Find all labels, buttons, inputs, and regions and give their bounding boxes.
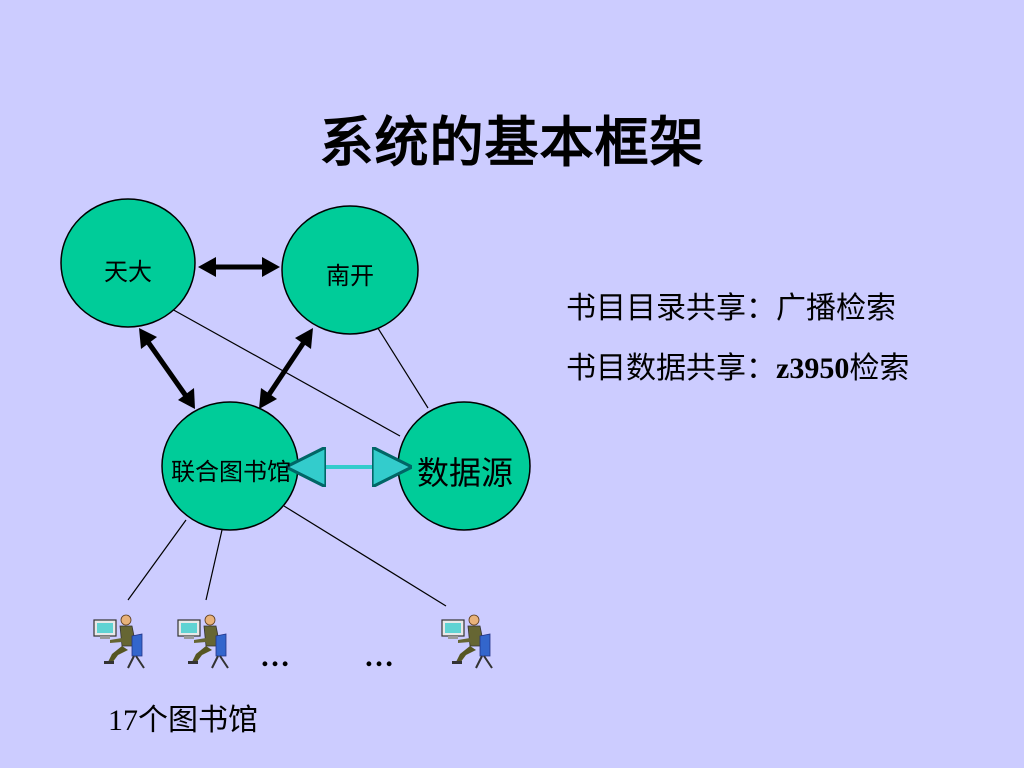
info-z3950: z3950 xyxy=(776,352,850,385)
arrow-nankai-union xyxy=(259,328,313,409)
node-label-nankai: 南开 xyxy=(326,262,374,290)
computer-user-icon xyxy=(177,614,229,669)
arrow-tianda-union xyxy=(139,328,195,409)
page-title: 系统的基本框架 xyxy=(319,111,705,174)
computer-user-icon xyxy=(93,614,145,669)
arrow-tianda-nankai xyxy=(198,257,280,277)
info-data-sharing: 书目数据共享：z3950检索 xyxy=(566,343,909,387)
node-label-union-library: 联合图书馆 xyxy=(171,458,291,486)
info-data-sharing-prefix: 书目数据共享： xyxy=(566,351,776,386)
library-count-label: 17个图书馆 xyxy=(108,704,258,737)
node-label-tianda: 天大 xyxy=(104,258,152,286)
connector-nankai-datasource xyxy=(375,324,429,409)
ellipsis-2: … xyxy=(364,640,395,673)
computer-user-icon xyxy=(441,614,493,669)
connector-union-user3 xyxy=(283,505,447,607)
node-label-data-source: 数据源 xyxy=(416,454,513,492)
connector-union-user1 xyxy=(127,519,187,601)
node-tianda xyxy=(60,198,196,328)
node-nankai xyxy=(281,205,419,335)
ellipsis-1: … xyxy=(260,640,291,673)
info-catalog-sharing: 书目目录共享：广播检索 xyxy=(566,291,896,326)
info-data-sharing-suffix: 检索 xyxy=(849,351,910,386)
connector-union-user2 xyxy=(205,529,223,601)
